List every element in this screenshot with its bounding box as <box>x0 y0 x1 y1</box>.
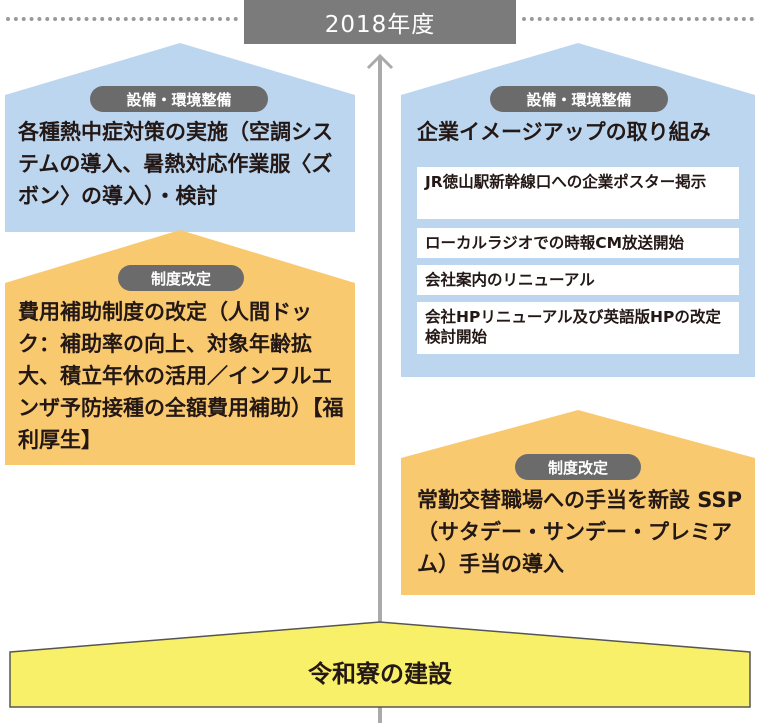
right-bottom-card-shape <box>401 410 755 595</box>
footer-banner-title: 令和寮の建設 <box>308 660 452 688</box>
right-top-item: ローカルラジオでの時報CM放送開始 <box>417 228 739 258</box>
year-header: 2018年度 <box>244 0 516 44</box>
right-bottom-card-text: 常勤交替職場への手当を新設 SSP（サタデー・サンデー・プレミアム）手当の導入 <box>417 488 743 576</box>
right-bottom-badge: 制度改定 <box>515 454 641 480</box>
right-top-item: 会社HPリニューアル及び英語版HPの改定検討開始 <box>417 302 739 354</box>
left-bottom-badge: 制度改定 <box>118 265 244 291</box>
right-top-card-title: 企業イメージアップの取り組み <box>417 120 711 144</box>
left-top-badge: 設備・環境整備 <box>90 86 268 112</box>
arrow-up-icon <box>366 53 394 70</box>
left-bottom-card-text: 費用補助制度の改定（人間ドック：補助率の向上、対象年齢拡大、積立年休の活用／イン… <box>18 300 344 452</box>
right-top-badge: 設備・環境整備 <box>490 86 668 112</box>
header-dotted-line-right <box>522 17 754 21</box>
right-top-item: JR徳山駅新幹線口への企業ポスター掲示 <box>417 167 739 219</box>
timeline-axis <box>378 58 382 723</box>
left-bottom-card-shape <box>5 230 355 465</box>
header-dotted-line-left <box>6 17 238 21</box>
right-top-item: 会社案内のリニューアル <box>417 265 739 295</box>
left-top-card-text: 各種熱中症対策の実施（空調システムの導入、暑熱対応作業服〈ズボン〉の導入）・検討 <box>18 120 333 208</box>
footer-banner-shape <box>9 621 751 708</box>
